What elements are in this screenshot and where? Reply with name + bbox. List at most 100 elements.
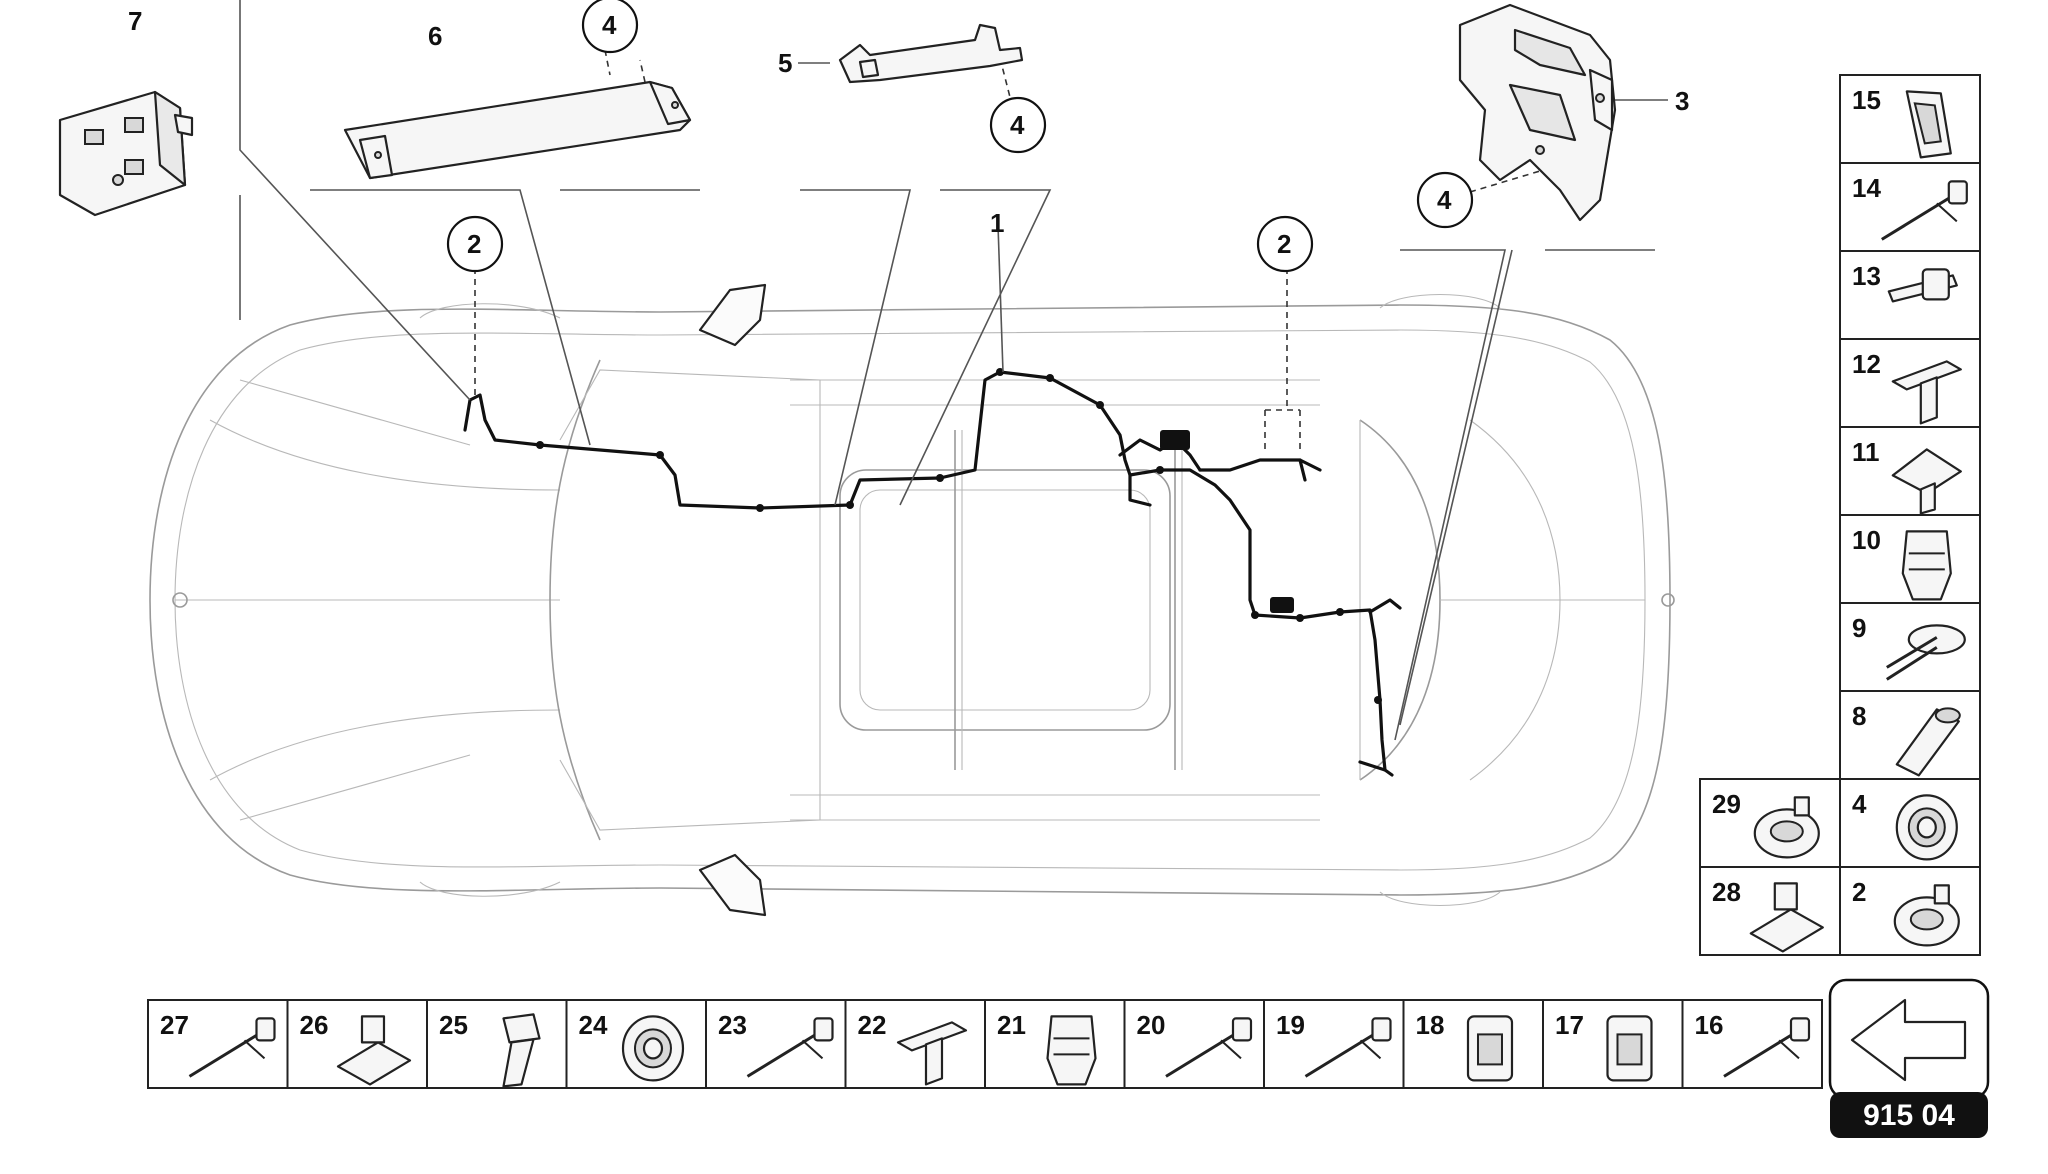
part-bracket-5 [838,23,1024,84]
connector-housing-icon [1466,1015,1514,1082]
part-bracket-3 [1458,3,1617,222]
side-number-15: 15 [1852,85,1881,115]
cable-tie-icon [1881,180,1968,241]
callout-labels: 7 6 5 1 3 4 4 4 2 2 [128,0,1689,273]
screw-icon [502,1013,541,1088]
side-number-29: 29 [1712,789,1741,819]
bottom-cell-22: 22 [844,999,986,1089]
side-cell-11: 11 [1839,426,1981,516]
arrow-left-icon [1850,998,1967,1082]
part-strap-6 [343,80,692,180]
side-number-12: 12 [1852,349,1881,379]
tape-clip-icon [336,1015,412,1086]
bottom-cell-20: 20 [1123,999,1265,1089]
bottom-number-20: 20 [1137,1010,1166,1040]
bottom-cell-25: 25 [426,999,568,1089]
callout-4-right: 4 [1416,171,1474,229]
side-cell-12: 12 [1839,338,1981,428]
side-cell-2: 2 [1839,866,1981,956]
side-cell-28: 28 [1699,866,1841,956]
bottom-cell-24: 24 [565,999,707,1089]
side-number-14: 14 [1852,173,1881,203]
bottom-cell-17: 17 [1542,999,1684,1089]
callout-1: 1 [990,208,1004,238]
bottom-parts-table: 27 26 25 24 23 22 21 20 19 18 17 16 [147,999,1823,1089]
bottom-cell-23: 23 [705,999,847,1089]
side-cell-13: 13 [1839,250,1981,340]
bottom-cell-27: 27 [147,999,289,1089]
cable-tie-icon [1165,1017,1253,1078]
side-number-28: 28 [1712,877,1741,907]
clamp-icon [1887,268,1958,303]
svg-text:4: 4 [1437,185,1452,215]
holder-icon [1891,448,1962,515]
bottom-number-26: 26 [300,1010,329,1040]
reference-badge: 915 04 [1830,1092,1988,1138]
side-cell-8: 8 [1839,690,1981,780]
side-number-10: 10 [1852,525,1881,555]
reference-code: 915 04 [1863,1099,1955,1132]
callout-2-left: 2 [446,215,504,273]
side-parts-table: 15 14 13 12 11 10 9 8 4 2 [1839,74,1981,956]
bottom-number-16: 16 [1695,1010,1724,1040]
bottom-number-27: 27 [160,1010,189,1040]
bottom-number-23: 23 [718,1010,747,1040]
bracket-clip-icon [896,1021,968,1086]
grommet-icon [1895,794,1958,861]
cable-tie-icon [188,1017,276,1078]
svg-text:4: 4 [1010,110,1025,140]
side-number-4: 4 [1852,789,1867,819]
clip-icon [1905,90,1952,159]
grommet-icon [621,1015,685,1082]
callout-7: 7 [128,6,142,36]
cable-tie-icon [1304,1017,1392,1078]
bottom-number-18: 18 [1416,1010,1445,1040]
side-cell-4: 4 [1839,778,1981,868]
side-cell-10: 10 [1839,514,1981,604]
side-cell-14: 14 [1839,162,1981,252]
bottom-cell-19: 19 [1263,999,1405,1089]
bottom-number-24: 24 [579,1010,608,1040]
side-number-2: 2 [1852,877,1866,907]
side-number-9: 9 [1852,613,1866,643]
leader-lines [239,0,1668,741]
part-bracket-7 [58,90,194,217]
side-extra-parts: 29 28 [1699,778,1841,956]
connector-icon [1895,707,1961,777]
svg-text:2: 2 [467,229,481,259]
callout-4-mid: 4 [989,96,1047,154]
bracket-clip-icon [1891,360,1962,425]
callout-3: 3 [1675,86,1689,116]
side-cell-15: 15 [1839,74,1981,164]
plug-icon [1046,1015,1097,1086]
bottom-number-21: 21 [997,1010,1026,1040]
ring-clip-icon [1753,796,1820,859]
grommet-connector-icon [1885,624,1966,681]
back-navigation[interactable] [1828,978,1990,1100]
callout-6: 6 [428,21,442,51]
edge-clip-icon [1749,882,1824,953]
svg-text:4: 4 [602,10,617,40]
side-cell-29: 29 [1699,778,1841,868]
clip-ring-icon [1893,884,1960,947]
svg-text:2: 2 [1277,229,1291,259]
bottom-cell-18: 18 [1402,999,1544,1089]
connector-housing-icon [1606,1015,1653,1082]
side-number-11: 11 [1852,437,1880,467]
bottom-number-17: 17 [1555,1010,1584,1040]
cable-tie-icon [1723,1017,1811,1078]
side-number-13: 13 [1852,261,1881,291]
bottom-number-19: 19 [1276,1010,1305,1040]
bottom-cell-26: 26 [286,999,428,1089]
callout-2-right: 2 [1256,215,1314,273]
bottom-number-25: 25 [439,1010,468,1040]
car-body-outline [149,283,1675,917]
cable-tie-icon [746,1017,834,1078]
callout-4-top: 4 [581,0,639,54]
wiring-harness [463,368,1402,777]
bottom-cell-16: 16 [1681,999,1823,1089]
side-cell-9: 9 [1839,602,1981,692]
side-number-8: 8 [1852,701,1866,731]
